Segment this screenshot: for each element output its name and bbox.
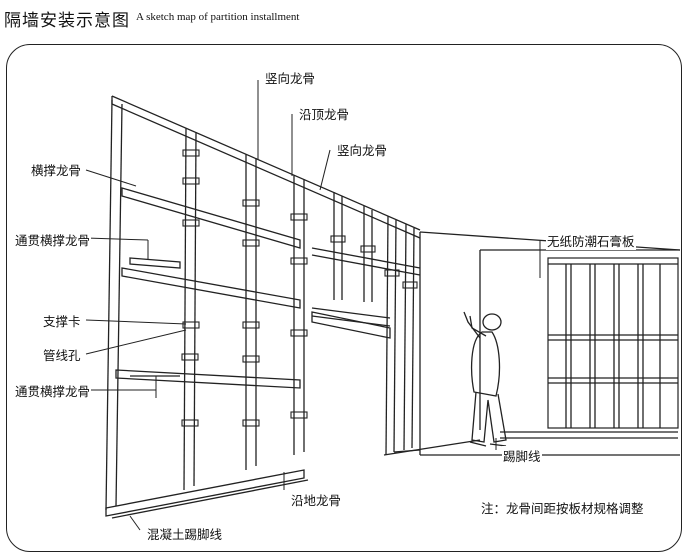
label-skirting-line: 踢脚线 — [502, 446, 542, 465]
label-vertical-keel-top: 竖向龙骨 — [264, 68, 317, 87]
top-track — [111, 95, 421, 239]
leader-lines — [85, 80, 541, 531]
support-clips — [181, 149, 418, 427]
label-gypsum-board: 无纸防潮石膏板 — [546, 231, 636, 250]
label-floor-track: 沿地龙骨 — [290, 490, 343, 509]
label-support-clip: 支撑卡 — [42, 311, 82, 330]
label-concrete-skirting: 混凝土踢脚线 — [146, 524, 224, 543]
label-vertical-keel-2: 竖向龙骨 — [336, 140, 389, 159]
diagram-frame — [6, 44, 682, 552]
gypsum-board-wall — [500, 257, 679, 439]
door-header — [311, 311, 391, 339]
diagram-note: 注：龙骨间距按板材规格调整 — [480, 498, 645, 517]
label-through-cross-keel-1: 通贯横撑龙骨 — [14, 230, 92, 249]
page-subtitle: A sketch map of partition installment — [136, 11, 300, 23]
floor-track — [105, 439, 481, 519]
page-title: 隔墙安装示意图 — [4, 11, 130, 31]
cross-braces — [115, 187, 421, 389]
label-conduit-hole: 管线孔 — [42, 345, 82, 364]
label-through-cross-keel-2: 通贯横撑龙骨 — [14, 381, 92, 400]
room-outline — [419, 231, 681, 456]
label-top-track: 沿顶龙骨 — [298, 104, 351, 123]
worker-figure — [463, 311, 507, 447]
label-cross-brace-keel: 横撑龙骨 — [30, 160, 83, 179]
vertical-studs — [105, 99, 415, 511]
